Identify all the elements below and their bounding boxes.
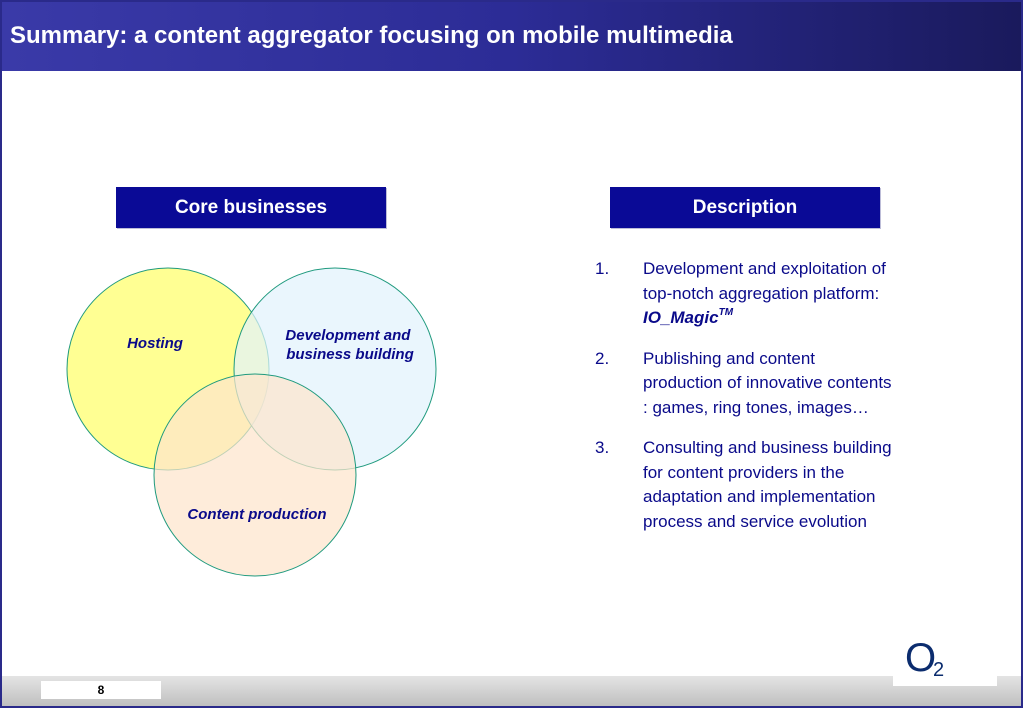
item-text: Consulting and business building for con… [643, 438, 892, 531]
description-item: 2. Publishing and content production of … [595, 347, 895, 421]
description-item: 1. Development and exploitation of top-n… [595, 257, 895, 331]
venn-label-development-line2: business building [286, 346, 414, 363]
page-title: Summary: a content aggregator focusing o… [10, 22, 733, 49]
core-businesses-header: Core businesses [116, 187, 386, 228]
io-magic-brand: IO_MagicTM [643, 307, 734, 328]
logo-letter: O [905, 636, 937, 680]
item-number: 2. [595, 348, 610, 368]
description-item: 3. Consulting and business building for … [595, 436, 895, 534]
venn-label-development-line1: Development and [285, 327, 411, 344]
item-text: Publishing and content production of inn… [643, 348, 892, 417]
description-header: Description [610, 187, 880, 228]
footer-bar [0, 676, 1023, 708]
venn-label-content-production: Content production [187, 506, 326, 523]
venn-label-hosting: Hosting [127, 335, 183, 352]
venn-label-development: Development and business building [285, 327, 414, 363]
item-number: 1. [595, 259, 610, 278]
item-text: Development and exploitation of top-notc… [643, 259, 886, 303]
item-number: 3. [595, 438, 610, 457]
venn-circle-content-production [153, 373, 357, 577]
brand-name: IO_Magic [643, 308, 719, 327]
description-list: 1. Development and exploitation of top-n… [595, 257, 895, 550]
title-bar: Summary: a content aggregator focusing o… [0, 0, 1023, 71]
page-number: 8 [41, 681, 161, 699]
trademark-sup: TM [718, 307, 734, 318]
logo-subscript: 2 [933, 659, 945, 681]
o2-logo: O 2 [893, 636, 997, 686]
